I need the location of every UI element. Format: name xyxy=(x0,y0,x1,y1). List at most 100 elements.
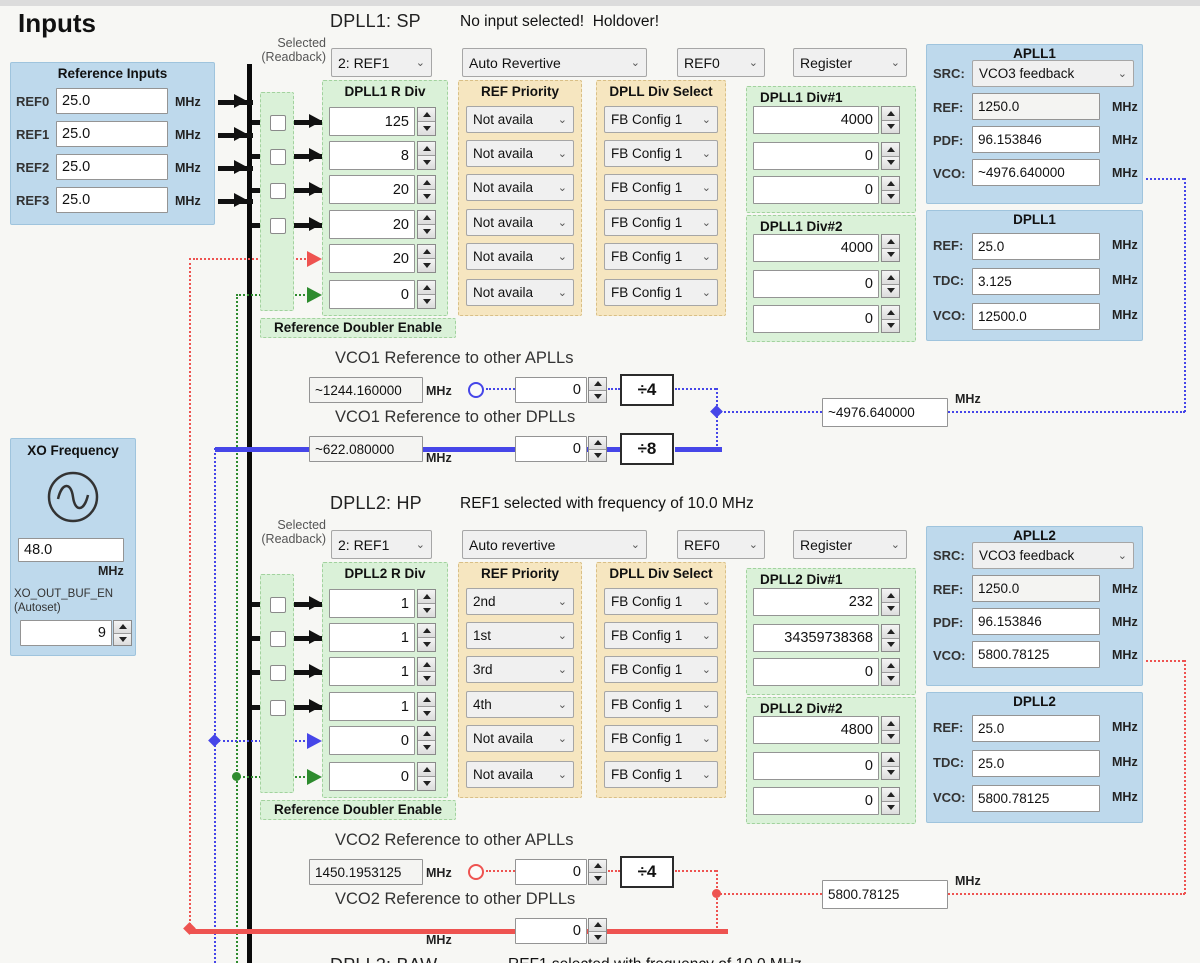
ref-priority-dropdown-1[interactable]: 2nd⌄ xyxy=(466,588,574,615)
dpll2-rdiv-input-5[interactable]: 0 xyxy=(329,726,415,755)
dpll1-div2-spinner-2[interactable] xyxy=(881,270,900,298)
vco2-wire-freq[interactable]: 5800.78125 xyxy=(822,880,948,909)
div-select-dropdown-3[interactable]: FB Config 1⌄ xyxy=(604,656,718,683)
vco2-dpll-spinner[interactable] xyxy=(588,918,607,944)
dpll1-div2-input-1[interactable]: 4000 xyxy=(753,234,879,262)
dpll1-rdiv-spinner-2[interactable] xyxy=(417,141,436,170)
ref-priority-dropdown-2[interactable]: Not availa⌄ xyxy=(466,140,574,167)
dpll1-rdiv-spinner-1[interactable] xyxy=(417,107,436,136)
div-select-dropdown-4[interactable]: FB Config 1⌄ xyxy=(604,209,718,236)
dpll1-rdiv-input-2[interactable]: 8 xyxy=(329,141,415,170)
doubler-checkbox-1[interactable] xyxy=(270,597,286,613)
ref-priority-dropdown-5[interactable]: Not availa⌄ xyxy=(466,243,574,270)
div-select-dropdown-5[interactable]: FB Config 1⌄ xyxy=(604,725,718,752)
div-select-dropdown-4[interactable]: FB Config 1⌄ xyxy=(604,691,718,718)
dpll1-revertive-dropdown[interactable]: Auto Revertive⌄ xyxy=(462,48,647,77)
apll1-pdf-input[interactable]: 96.153846 xyxy=(972,126,1100,153)
ref-priority-dropdown-2[interactable]: 1st⌄ xyxy=(466,622,574,649)
doubler-checkbox-4[interactable] xyxy=(270,700,286,716)
dpll2-tdc-input[interactable]: 25.0 xyxy=(972,750,1100,777)
div-select-dropdown-1[interactable]: FB Config 1⌄ xyxy=(604,106,718,133)
dpll2-rdiv-spinner-6[interactable] xyxy=(417,762,436,791)
vco1-apll-spin-input[interactable]: 0 xyxy=(515,377,587,403)
dpll2-ref-input[interactable]: 25.0 xyxy=(972,715,1100,742)
dpll2-rdiv-spinner-5[interactable] xyxy=(417,726,436,755)
vco2-apll-spinner[interactable] xyxy=(588,859,607,885)
apll1-vco-input[interactable]: ~4976.640000 xyxy=(972,159,1100,186)
dpll2-rdiv-spinner-3[interactable] xyxy=(417,657,436,686)
dpll1-div1-input-1[interactable]: 4000 xyxy=(753,106,879,134)
vco1-dpll-spin-input[interactable]: 0 xyxy=(515,436,587,462)
doubler-checkbox-3[interactable] xyxy=(270,665,286,681)
doubler-checkbox-3[interactable] xyxy=(270,183,286,199)
dpll1-rdiv-spinner-3[interactable] xyxy=(417,175,436,204)
xo-out-buf-en-input[interactable]: 9 xyxy=(20,620,112,646)
apll2-src-dropdown[interactable]: VCO3 feedback⌄ xyxy=(972,542,1134,569)
dpll1-rdiv-input-1[interactable]: 125 xyxy=(329,107,415,136)
ref3-freq-input[interactable]: 25.0 xyxy=(56,187,168,213)
doubler-checkbox-4[interactable] xyxy=(270,218,286,234)
dpll2-div2-input-1[interactable]: 4800 xyxy=(753,716,879,744)
ref-priority-dropdown-3[interactable]: 3rd⌄ xyxy=(466,656,574,683)
dpll2-rdiv-input-4[interactable]: 1 xyxy=(329,692,415,721)
ref2-freq-input[interactable]: 25.0 xyxy=(56,154,168,180)
dpll1-div1-input-2[interactable]: 0 xyxy=(753,142,879,170)
div-select-dropdown-2[interactable]: FB Config 1⌄ xyxy=(604,140,718,167)
dpll1-rdiv-spinner-4[interactable] xyxy=(417,210,436,239)
dpll2-div1-input-3[interactable]: 0 xyxy=(753,658,879,686)
dpll2-div2-spinner-1[interactable] xyxy=(881,716,900,744)
vco1-dpll-spinner[interactable] xyxy=(588,436,607,462)
dpll1-rdiv-input-6[interactable]: 0 xyxy=(329,280,415,309)
dpll1-rdiv-input-4[interactable]: 20 xyxy=(329,210,415,239)
vco2-dpll-spin-input[interactable]: 0 xyxy=(515,918,587,944)
div-select-dropdown-1[interactable]: FB Config 1⌄ xyxy=(604,588,718,615)
dpll2-div1-input-1[interactable]: 232 xyxy=(753,588,879,616)
vco1-apll-spinner[interactable] xyxy=(588,377,607,403)
ref-priority-dropdown-4[interactable]: 4th⌄ xyxy=(466,691,574,718)
dpll2-rdiv-input-2[interactable]: 1 xyxy=(329,623,415,652)
dpll2-div2-input-3[interactable]: 0 xyxy=(753,787,879,815)
dpll1-div1-spinner-1[interactable] xyxy=(881,106,900,134)
dpll2-ref-dropdown[interactable]: REF0⌄ xyxy=(677,530,765,559)
ref-priority-dropdown-4[interactable]: Not availa⌄ xyxy=(466,209,574,236)
xo-freq-input[interactable]: 48.0 xyxy=(18,538,124,562)
dpll1-div1-spinner-3[interactable] xyxy=(881,176,900,204)
div-select-dropdown-5[interactable]: FB Config 1⌄ xyxy=(604,243,718,270)
ref-priority-dropdown-5[interactable]: Not availa⌄ xyxy=(466,725,574,752)
doubler-checkbox-2[interactable] xyxy=(270,149,286,165)
dpll2-rdiv-input-6[interactable]: 0 xyxy=(329,762,415,791)
dpll1-rdiv-spinner-6[interactable] xyxy=(417,280,436,309)
dpll2-div1-spinner-3[interactable] xyxy=(881,658,900,686)
ref-priority-dropdown-3[interactable]: Not availa⌄ xyxy=(466,174,574,201)
ref-priority-dropdown-6[interactable]: Not availa⌄ xyxy=(466,279,574,306)
vco1-wire-freq[interactable]: ~4976.640000 xyxy=(822,398,948,427)
dpll2-rdiv-input-3[interactable]: 1 xyxy=(329,657,415,686)
dpll2-rdiv-spinner-4[interactable] xyxy=(417,692,436,721)
div-select-dropdown-3[interactable]: FB Config 1⌄ xyxy=(604,174,718,201)
div-select-dropdown-6[interactable]: FB Config 1⌄ xyxy=(604,761,718,788)
dpll2-rdiv-spinner-1[interactable] xyxy=(417,589,436,618)
dpll1-register-dropdown[interactable]: Register⌄ xyxy=(793,48,907,77)
dpll2-div2-input-2[interactable]: 0 xyxy=(753,752,879,780)
dpll2-rdiv-spinner-2[interactable] xyxy=(417,623,436,652)
dpll2-div2-spinner-3[interactable] xyxy=(881,787,900,815)
dpll1-div1-input-3[interactable]: 0 xyxy=(753,176,879,204)
apll2-vco-input[interactable]: 5800.78125 xyxy=(972,641,1100,668)
ref1-freq-input[interactable]: 25.0 xyxy=(56,121,168,147)
dpll1-ref-dropdown[interactable]: REF0⌄ xyxy=(677,48,765,77)
dpll2-div1-spinner-1[interactable] xyxy=(881,588,900,616)
dpll1-vco-input[interactable]: 12500.0 xyxy=(972,303,1100,330)
dpll1-div2-spinner-3[interactable] xyxy=(881,305,900,333)
apll1-src-dropdown[interactable]: VCO3 feedback⌄ xyxy=(972,60,1134,87)
doubler-checkbox-2[interactable] xyxy=(270,631,286,647)
dpll2-selected-ref-dropdown[interactable]: 2: REF1⌄ xyxy=(331,530,432,559)
xo-out-buf-en-spinner[interactable] xyxy=(113,620,132,646)
dpll2-div1-input-2[interactable]: 34359738368 xyxy=(753,624,879,652)
div-select-dropdown-6[interactable]: FB Config 1⌄ xyxy=(604,279,718,306)
vco2-apll-spin-input[interactable]: 0 xyxy=(515,859,587,885)
dpll1-ref-input[interactable]: 25.0 xyxy=(972,233,1100,260)
dpll1-rdiv-input-3[interactable]: 20 xyxy=(329,175,415,204)
ref-priority-dropdown-6[interactable]: Not availa⌄ xyxy=(466,761,574,788)
dpll2-div1-spinner-2[interactable] xyxy=(881,624,900,652)
div-select-dropdown-2[interactable]: FB Config 1⌄ xyxy=(604,622,718,649)
